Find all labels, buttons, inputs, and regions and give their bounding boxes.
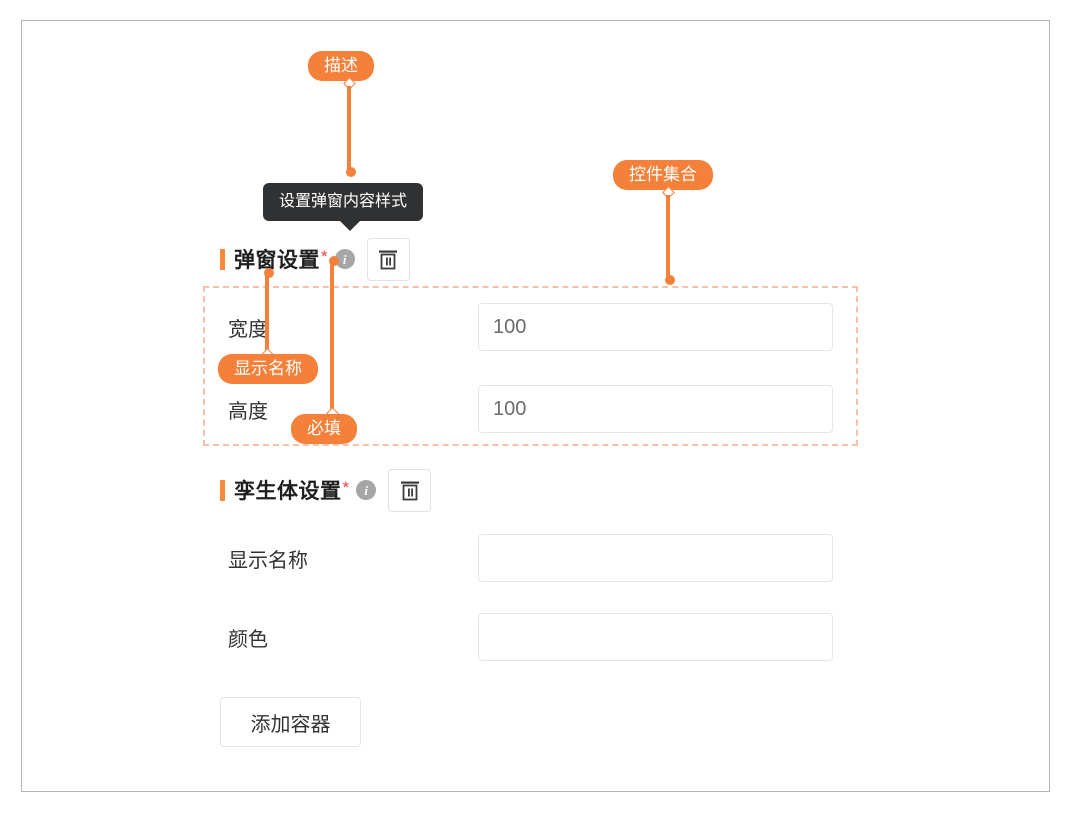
field-label-width: 宽度 [228, 318, 268, 341]
height-input[interactable] [478, 385, 833, 433]
field-label-display-name: 显示名称 [228, 549, 308, 572]
width-input[interactable] [478, 303, 833, 351]
annotation-badge-display-name: 显示名称 [218, 354, 318, 384]
form-row-display-name: 显示名称 [228, 534, 833, 582]
field-label-height: 高度 [228, 400, 268, 423]
info-icon[interactable]: i [356, 480, 377, 500]
form-row-height: 高度 [228, 385, 833, 433]
annotation-line-desc [347, 86, 351, 172]
display-name-input[interactable] [478, 534, 833, 582]
section-header-popup-settings: 弹窗设置 * i [220, 237, 410, 281]
section-accent-bar [220, 248, 225, 270]
annotation-dot-display-name [264, 268, 274, 278]
info-icon[interactable]: i [334, 249, 355, 269]
delete-section-button-popup-settings[interactable] [366, 237, 410, 281]
annotation-dot-widget-collection [665, 275, 675, 285]
section-title-popup-settings: 弹窗设置 [234, 249, 320, 272]
annotation-dot-desc [346, 167, 356, 177]
tooltip-arrow [339, 220, 361, 231]
form-row-width: 宽度 [228, 303, 833, 351]
required-asterisk: * [342, 478, 350, 497]
annotation-dot-required [329, 256, 339, 266]
annotation-badge-widget-collection: 控件集合 [613, 160, 713, 190]
annotation-badge-required: 必填 [291, 414, 357, 444]
widget-collection-container [203, 286, 858, 446]
tooltip-popup-settings: 设置弹窗内容样式 [263, 183, 424, 231]
section-title-twin-settings: 孪生体设置 [234, 480, 342, 503]
delete-section-button-twin-settings[interactable] [388, 468, 432, 512]
annotation-line-required [330, 260, 334, 413]
required-asterisk: * [321, 247, 328, 266]
annotation-line-widget-collection [666, 195, 670, 279]
annotation-badge-desc: 描述 [308, 51, 374, 81]
field-label-color: 颜色 [228, 628, 268, 651]
form-row-color: 颜色 [228, 613, 833, 661]
annotation-line-display-name [265, 272, 269, 354]
section-header-twin-settings: 孪生体设置 * i [220, 468, 432, 512]
add-container-button[interactable]: 添加容器 [220, 697, 361, 747]
tooltip-text: 设置弹窗内容样式 [279, 193, 408, 210]
section-accent-bar [220, 479, 225, 501]
color-input[interactable] [478, 613, 833, 661]
